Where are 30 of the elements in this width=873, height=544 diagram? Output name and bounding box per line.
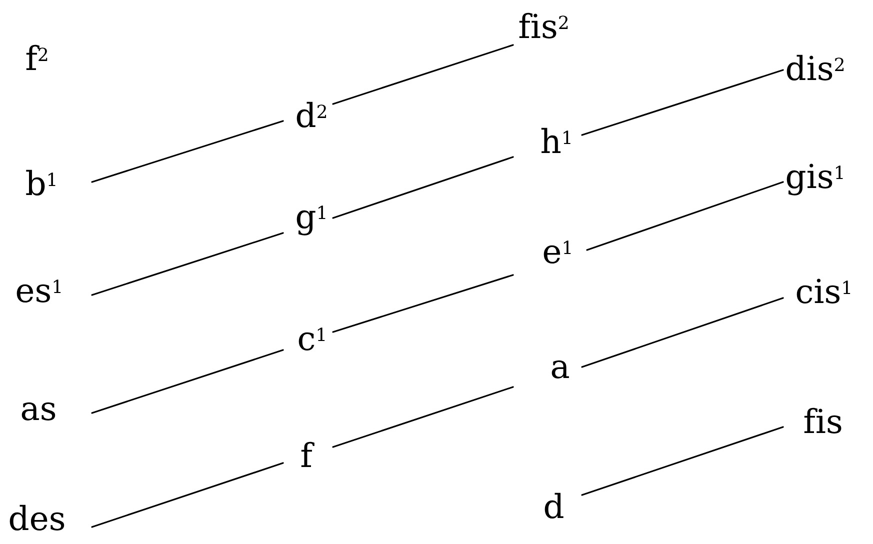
note-name: dis$^{2}$ bbox=[786, 54, 844, 80]
connector-line bbox=[581, 297, 784, 368]
note-name: fis$^{2}$ bbox=[519, 12, 568, 38]
connector-line bbox=[586, 181, 784, 251]
connector-line bbox=[332, 156, 514, 219]
connector-line bbox=[581, 426, 784, 496]
note-name: a bbox=[552, 360, 569, 378]
note-name: f$^{2}$ bbox=[26, 44, 48, 70]
note-name: f bbox=[301, 442, 314, 467]
connector-line bbox=[332, 274, 514, 333]
note-name: es$^{1}$ bbox=[16, 280, 61, 302]
connector-line bbox=[91, 349, 284, 414]
note-name: gis$^{1}$ bbox=[786, 164, 843, 196]
note-name: d$^{2}$ bbox=[296, 102, 326, 128]
note-name: b$^{1}$ bbox=[26, 170, 56, 196]
note-name: g$^{1}$ bbox=[296, 206, 326, 236]
note-name: des bbox=[10, 504, 64, 530]
note-name: d bbox=[544, 492, 564, 518]
note-name: as bbox=[22, 402, 56, 420]
note-name: e$^{1}$ bbox=[544, 240, 571, 264]
connector-line bbox=[91, 232, 284, 296]
connector-line bbox=[91, 120, 284, 183]
connector-line bbox=[91, 462, 284, 528]
note-name: cis$^{1}$ bbox=[796, 278, 850, 304]
note-name: c$^{1}$ bbox=[298, 328, 325, 350]
connector-line bbox=[332, 386, 514, 448]
note-name: fis bbox=[804, 408, 842, 434]
note-name: h$^{1}$ bbox=[541, 128, 570, 153]
connector-line bbox=[581, 69, 784, 136]
connector-line bbox=[332, 44, 514, 105]
